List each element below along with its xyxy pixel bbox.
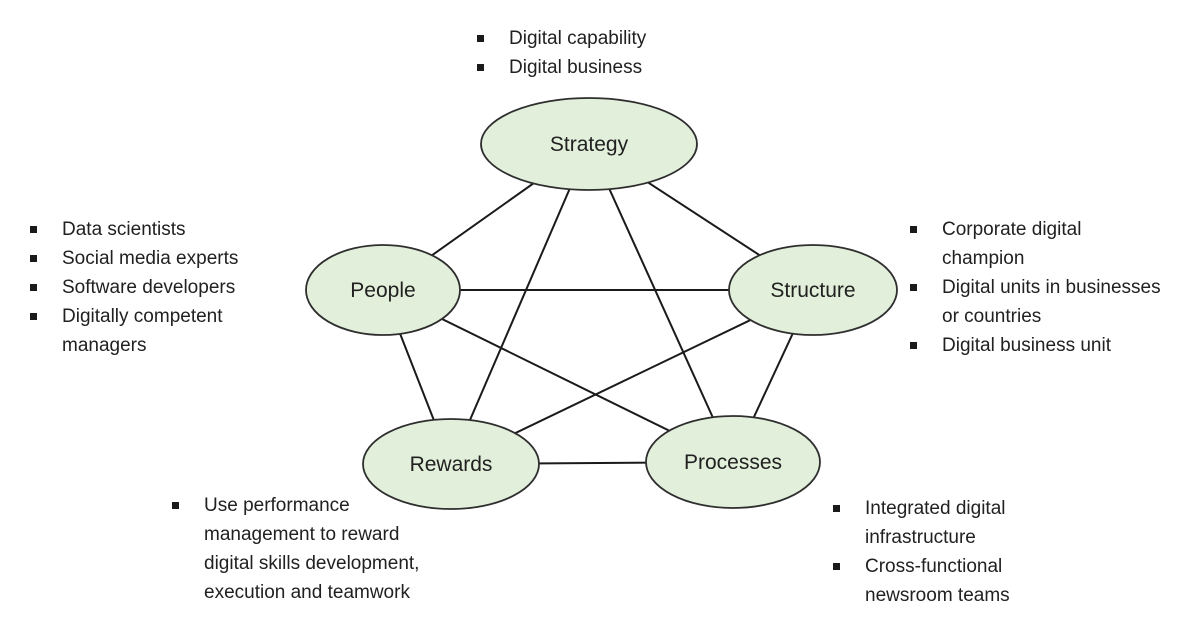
bullet-text: Digital business unit <box>942 335 1111 356</box>
bullet-square-icon <box>30 284 37 291</box>
bullet-square-icon <box>30 255 37 262</box>
node-label-processes: Processes <box>684 451 782 474</box>
bullet-text: Software developers <box>62 277 236 298</box>
node-strategy <box>480 97 698 191</box>
bullet-text: Digital capability <box>509 28 647 49</box>
list-item: Digital business unit <box>910 331 1190 360</box>
bullet-square-icon <box>833 563 840 570</box>
list-item: Integrated digital infrastructure <box>833 494 1093 552</box>
list-item: Corporate digital champion <box>910 215 1190 273</box>
bullet-square-icon <box>910 284 917 291</box>
list-item: Use performance management to reward dig… <box>172 491 452 607</box>
list-item: Digital capability <box>477 24 717 53</box>
structure-bullet-list: Corporate digital champion Digital units… <box>910 215 1190 360</box>
bullet-text: Digital business <box>509 57 643 78</box>
node-label-strategy: Strategy <box>550 133 629 156</box>
list-item: Social media experts <box>30 244 290 273</box>
bullet-square-icon <box>30 313 37 320</box>
bullet-text: Data scientists <box>62 219 186 240</box>
bullet-text: Use performance management to reward dig… <box>204 495 420 603</box>
bullet-square-icon <box>172 502 179 509</box>
edge-strategy-rewards <box>450 143 590 465</box>
bullet-square-icon <box>833 505 840 512</box>
bullet-square-icon <box>30 226 37 233</box>
node-people <box>305 244 461 336</box>
list-item: Data scientists <box>30 215 290 244</box>
processes-bullet-list: Integrated digital infrastructure Cross-… <box>833 494 1093 610</box>
rewards-bullet-list: Use performance management to reward dig… <box>172 491 452 607</box>
list-item: Cross-functional newsroom teams <box>833 552 1093 610</box>
bullet-text: Cross-functional newsroom teams <box>865 556 1010 606</box>
list-item: Software developers <box>30 273 290 302</box>
list-item: Digital business <box>477 53 717 82</box>
bullet-square-icon <box>910 342 917 349</box>
node-label-rewards: Rewards <box>410 453 493 476</box>
bullet-text: Digital units in businesses or countries <box>942 277 1161 327</box>
node-processes <box>645 415 821 509</box>
node-structure <box>728 244 898 336</box>
bullet-text: Integrated digital infrastructure <box>865 498 1006 548</box>
strategy-bullet-list: Digital capability Digital business <box>477 24 717 82</box>
node-label-structure: Structure <box>770 279 855 302</box>
people-bullet-list: Data scientists Social media experts Sof… <box>30 215 290 360</box>
node-group <box>305 97 898 510</box>
list-item: Digitally competent managers <box>30 302 290 360</box>
edge-strategy-processes <box>588 143 734 463</box>
bullet-text: Social media experts <box>62 248 239 269</box>
node-label-people: People <box>350 279 415 302</box>
bullet-text: Digitally competent managers <box>62 306 223 356</box>
bullet-square-icon <box>910 226 917 233</box>
bullet-square-icon <box>477 64 484 71</box>
node-label-group: Strategy People Structure Rewards Proces… <box>350 133 855 476</box>
node-rewards <box>362 418 540 510</box>
bullet-text: Corporate digital champion <box>942 219 1082 269</box>
bullet-square-icon <box>477 35 484 42</box>
list-item: Digital units in businesses or countries <box>910 273 1190 331</box>
